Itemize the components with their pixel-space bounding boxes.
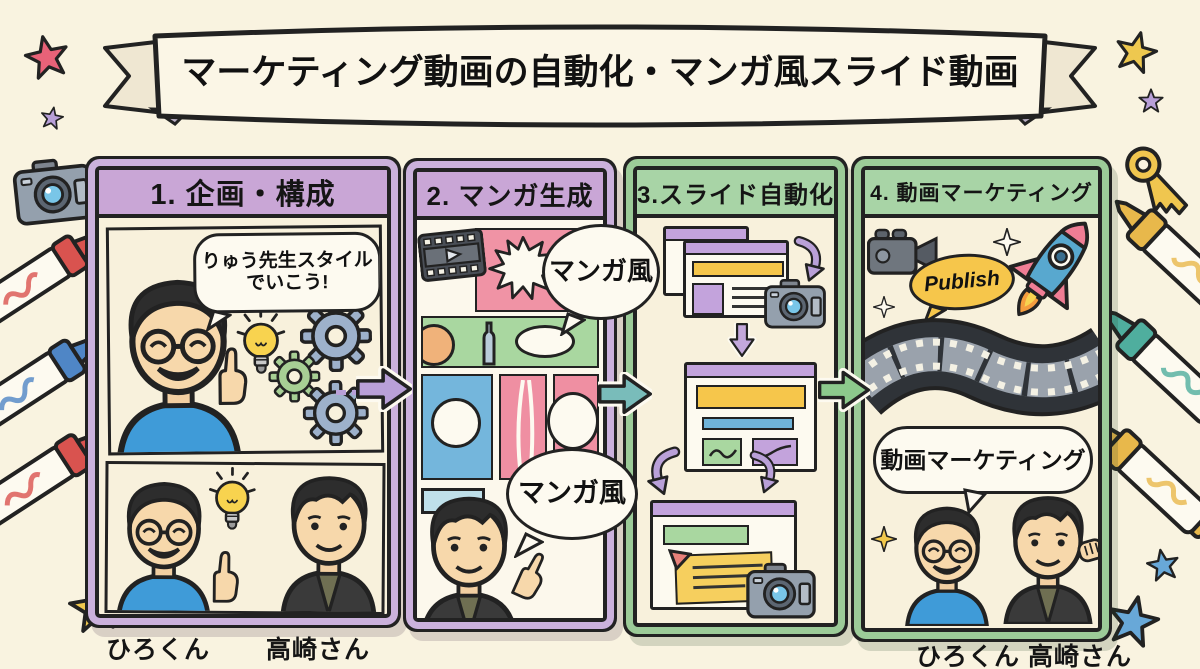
- window-title-bar: [687, 365, 814, 378]
- caption-takasaki: 高崎さん: [266, 636, 371, 664]
- down-arrow-icon: [722, 323, 762, 357]
- speech-bubble-tail: [205, 309, 232, 332]
- sparkle-icon: [871, 526, 897, 552]
- step-1-top-scene: りゅう先生スタイル でいこう!: [105, 224, 385, 456]
- manga-style-bubble-bottom: マンガ風: [506, 448, 638, 540]
- title-ribbon: [103, 24, 1097, 128]
- flow-arrow-1-icon: [356, 366, 412, 412]
- step-4-header: 4. 動画マーケティング: [865, 170, 1098, 218]
- window-title-bar: [653, 503, 794, 517]
- camera-icon: [763, 278, 827, 330]
- slide-title-block: [692, 261, 784, 277]
- caption-hirokun: ひろくん: [916, 643, 1021, 669]
- star-icon: [1143, 545, 1182, 584]
- step-3-panel: 3.スライド自動化: [633, 166, 838, 627]
- pointing-hand-icon: [206, 551, 242, 603]
- manga-panel-blue: [421, 374, 493, 480]
- slide-bar-blue: [702, 417, 794, 430]
- text-line: [732, 305, 770, 308]
- folded-corner: [667, 548, 693, 571]
- page-title: マーケティング動画の自動化・マンガ風スライド動画: [181, 52, 1019, 92]
- slide-image-block: [692, 283, 724, 315]
- mini-speech-bubble: [547, 392, 599, 450]
- text-line: [732, 296, 782, 299]
- manga-face: [423, 324, 455, 366]
- step-3-header: 3.スライド自動化: [637, 170, 834, 218]
- step-1-panel: 1. 企画・構成 りゅう先生スタイル でいこう!: [95, 166, 391, 618]
- speech-bubble-tail: [963, 488, 987, 514]
- star-icon: [1109, 25, 1162, 78]
- step-4-panel: 4. 動画マーケティング Publish 動画マーケティング: [861, 166, 1102, 632]
- mini-speech-bubble: [431, 398, 481, 448]
- text-line: [732, 287, 782, 290]
- speech-bubble-tail: [559, 312, 586, 336]
- sticky-note: [667, 548, 774, 605]
- publish-bubble-tail: [923, 304, 947, 324]
- step-1-bottom-scene: [104, 461, 386, 615]
- window-title-bar: [686, 243, 786, 255]
- speech-line-2: でいこう!: [246, 272, 329, 294]
- slide-bar-green: [663, 525, 749, 545]
- film-strip: [865, 318, 1098, 417]
- note-line: [693, 584, 746, 590]
- caption-hirokun: ひろくん: [106, 636, 211, 664]
- camera-icon: [745, 562, 817, 620]
- step-2-header: 2. マンガ生成: [417, 172, 603, 220]
- speech-bubble: りゅう先生スタイル でいこう!: [192, 231, 382, 314]
- flow-arrow-3-icon: [818, 368, 870, 412]
- star-icon: [20, 30, 75, 85]
- curved-arrow-icon: [793, 236, 825, 284]
- film-clip-icon: [417, 227, 488, 284]
- slide-box-green: [702, 438, 742, 466]
- lightbulb-icon: [208, 467, 256, 537]
- caption-takasaki: 高崎さん: [1028, 643, 1133, 669]
- bottle-icon: [482, 321, 496, 366]
- curved-arrow-icon: [647, 446, 681, 498]
- person-hirokun: [897, 500, 997, 626]
- star-icon: [1138, 88, 1164, 114]
- step-1-header: 1. 企画・構成: [99, 170, 387, 218]
- dashed-connector: [336, 390, 362, 395]
- video-marketing-bubble: 動画マーケティング: [873, 426, 1093, 494]
- slide-banner-yellow: [696, 385, 806, 409]
- person-hirokun: [107, 474, 220, 615]
- star-icon: [38, 104, 66, 132]
- manga-style-bubble-top: マンガ風: [542, 224, 660, 320]
- person-takasaki: [271, 469, 385, 614]
- speech-bubble-tail: [514, 532, 544, 558]
- browser-window-front: [683, 240, 789, 318]
- speech-line-1: りゅう先生スタイル: [201, 249, 373, 273]
- manga-panel-pink-right: [547, 374, 599, 480]
- flow-arrow-2-icon: [598, 372, 652, 416]
- curved-arrow-icon: [749, 450, 779, 496]
- doodle: [708, 449, 738, 459]
